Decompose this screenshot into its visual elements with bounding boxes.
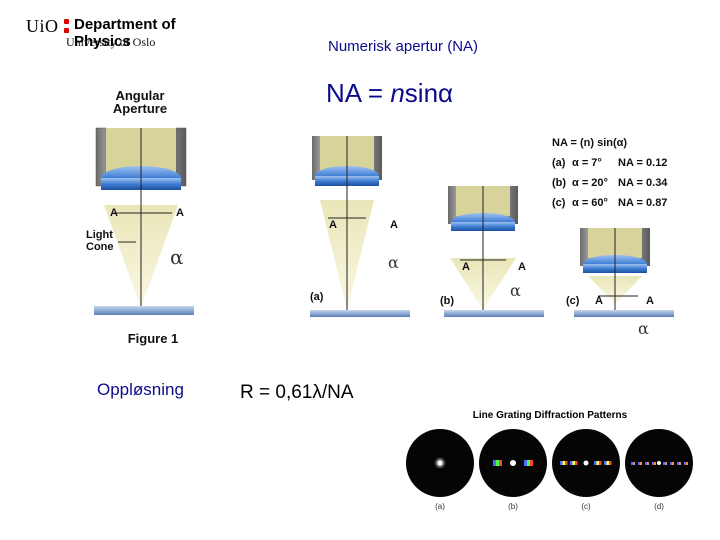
diffraction-disc-b (479, 429, 547, 497)
resolution-formula: R = 0,61λ/NA (240, 382, 354, 403)
logo-mark: UiO (26, 16, 59, 36)
na-row-c-alpha: α = 60° (572, 197, 608, 209)
na-formula: NA = nsinα (326, 78, 453, 109)
na-row-b-na: NA = 0.34 (618, 177, 668, 189)
svg-text:A: A (646, 295, 654, 307)
university-name: University of Oslo (66, 35, 156, 49)
objective-c: A A (c) α (566, 228, 674, 338)
figure1-title-line1: Angular (115, 88, 164, 103)
objective-b: A A α (b) (440, 186, 544, 317)
uio-logo: UiO Department of Physics University of … (26, 16, 236, 50)
svg-text:α: α (388, 253, 399, 272)
figure1-title-line2: Aperture (113, 101, 167, 116)
panel-label-a: (a) (310, 291, 324, 303)
figure1-caption: Figure 1 (128, 331, 179, 346)
diffraction-label-c: (c) (581, 502, 591, 511)
diffraction-title: Line Grating Diffraction Patterns (473, 410, 628, 421)
na-row-a-na: NA = 0.12 (618, 157, 667, 169)
na-row-a-alpha: α = 7° (572, 157, 602, 169)
na-row-c-na: NA = 0.87 (618, 197, 667, 209)
panel-label-b: (b) (440, 295, 454, 307)
diffraction-patterns: Line Grating Diffraction Patterns (a) (b… (406, 410, 693, 511)
diffraction-disc-a (406, 429, 474, 497)
figure1-a-left: A (110, 207, 118, 219)
na-row-c-label: (c) (552, 197, 566, 209)
na-row-b-alpha: α = 20° (572, 177, 608, 189)
svg-text:A: A (518, 261, 526, 273)
light-cone-label-line2: Cone (86, 241, 114, 253)
svg-text:α: α (638, 319, 649, 338)
svg-text:A: A (329, 219, 337, 231)
figure1-a-right: A (176, 207, 184, 219)
na-table-header: NA = (n) sin(α) (552, 137, 627, 149)
department-name: Department of Physics (74, 16, 176, 50)
panel-label-c: (c) (566, 295, 580, 307)
diffraction-disc-c (552, 429, 620, 497)
svg-text:A: A (390, 219, 398, 231)
svg-text:A: A (595, 295, 603, 307)
na-row-b-label: (b) (552, 177, 566, 189)
slide-subtitle: Numerisk apertur (NA) (328, 38, 479, 55)
diffraction-label-b: (b) (508, 502, 518, 511)
na-formula-n: n (390, 78, 405, 108)
na-formula-sin: sin (404, 78, 439, 108)
na-formula-prefix: NA = (326, 78, 391, 108)
objective-a: A A α (a) (310, 136, 410, 317)
specimen-slide (94, 306, 194, 315)
logo-dots (64, 19, 70, 35)
na-formula-alpha: α (438, 78, 454, 108)
light-cone-label-line1: Light (86, 229, 113, 241)
resolution-label: Oppløsning (97, 380, 184, 399)
svg-text:A: A (462, 261, 470, 273)
svg-text:α: α (510, 281, 521, 300)
na-row-a-label: (a) (552, 157, 566, 169)
diffraction-label-d: (d) (654, 502, 664, 511)
figure1-angular-aperture: Angular Aperture A A Light Cone α Figure… (86, 88, 194, 346)
figure1-alpha: α (170, 245, 184, 269)
figure2-na-comparison: NA = (n) sin(α) (a) α = 7° NA = 0.12 (b)… (310, 136, 674, 338)
diffraction-disc-d (625, 429, 693, 497)
diffraction-label-a: (a) (435, 502, 445, 511)
